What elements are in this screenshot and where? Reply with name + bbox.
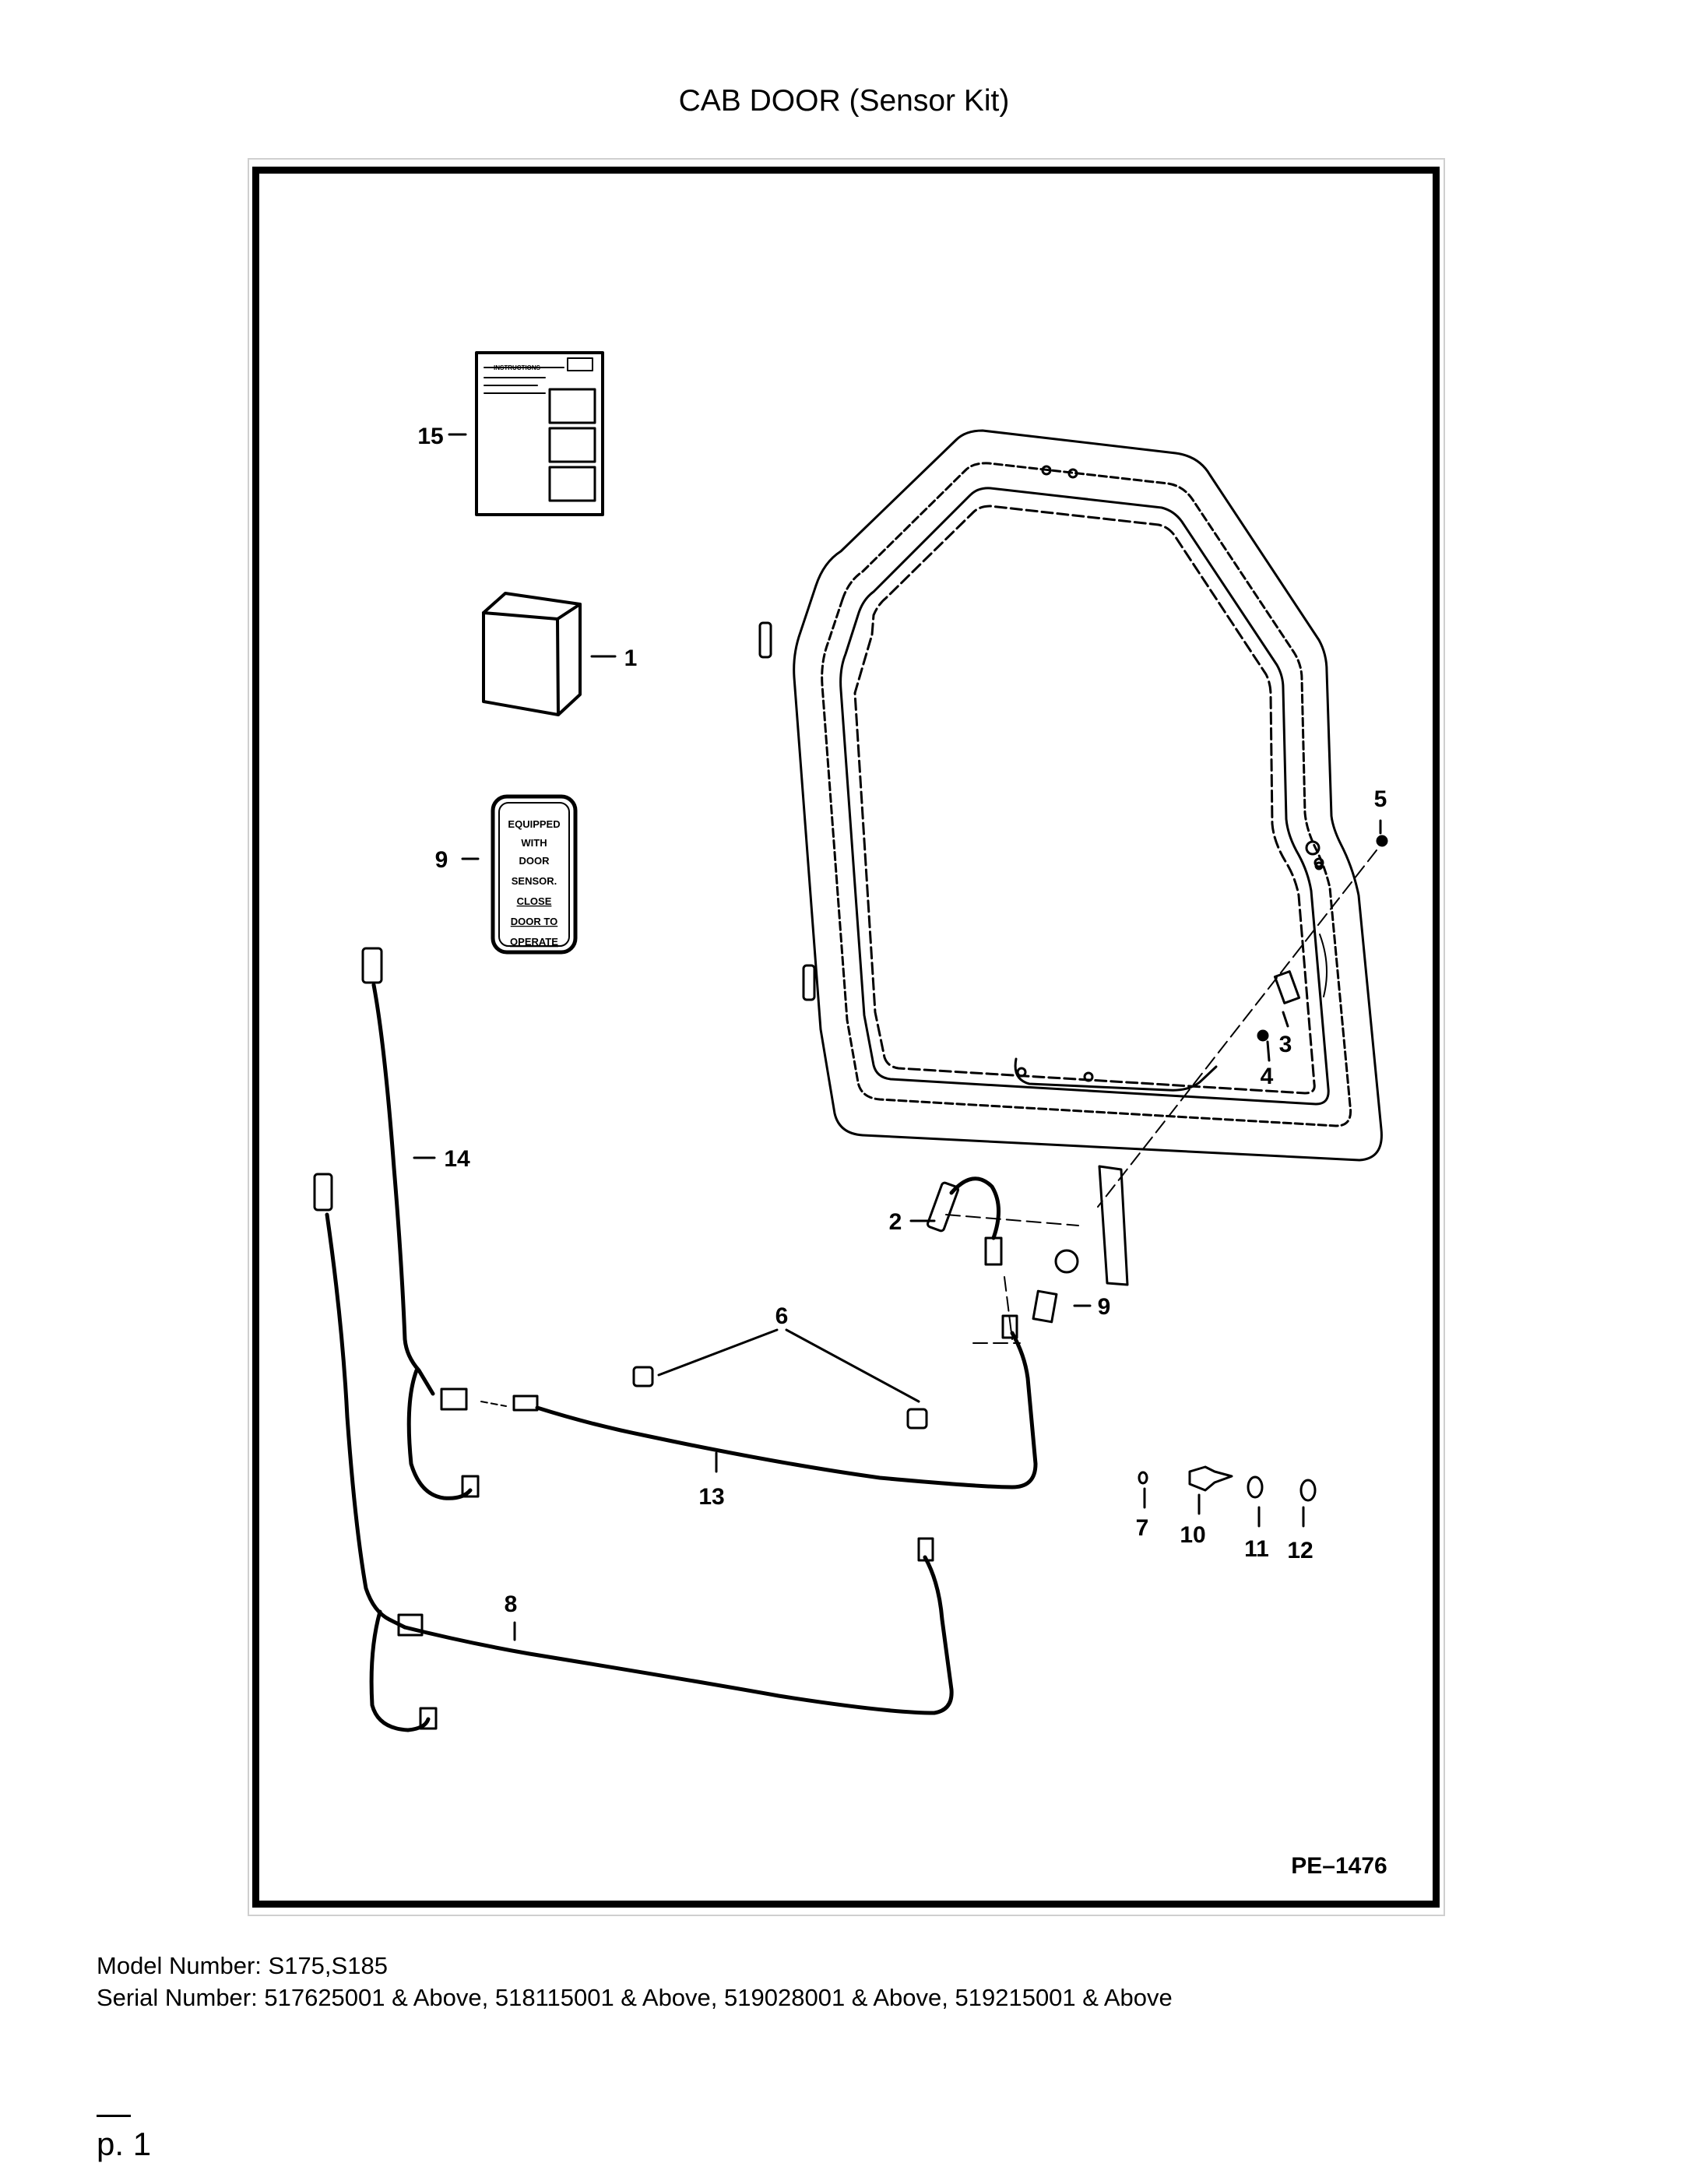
latch-plate xyxy=(1032,1165,1129,1324)
figure-code: PE–1476 xyxy=(1291,1853,1387,1879)
decal-lettering: EQUIPPED WITH DOOR SENSOR. CLOSE DOOR TO… xyxy=(508,818,560,948)
callout-4: 4 xyxy=(1261,1064,1274,1089)
door-sensor-switch xyxy=(927,1176,1003,1266)
callout-8: 8 xyxy=(505,1591,518,1617)
callout-11: 11 xyxy=(1244,1536,1269,1562)
kit-box xyxy=(482,592,582,716)
harness-13 xyxy=(512,1314,1038,1489)
callout-3: 3 xyxy=(1279,1032,1292,1057)
door-sensor-decal xyxy=(491,794,578,955)
serial-number: Serial Number: 517625001 & Above, 518115… xyxy=(97,1984,1173,2011)
callout-labels: 1 2 3 4 5 6 7 8 9 9 10 11 12 13 14 15 xyxy=(417,424,1387,1617)
callout-2: 2 xyxy=(889,1209,902,1235)
decal-line: EQUIPPED xyxy=(508,818,560,830)
figure-outer-border xyxy=(248,158,1445,1916)
instruction-sheet-header: INSTRUCTIONS xyxy=(494,364,541,371)
callout-15: 15 xyxy=(417,424,443,449)
decal-line: DOOR xyxy=(519,855,550,867)
page-title: CAB DOOR (Sensor Kit) xyxy=(678,84,1010,118)
callout-14: 14 xyxy=(444,1146,470,1172)
figure-frame xyxy=(252,167,1440,1908)
harness-clips xyxy=(632,1366,928,1430)
page-number-rule xyxy=(97,2115,131,2117)
decal-line: CLOSE xyxy=(517,895,552,907)
callout-7: 7 xyxy=(1136,1515,1149,1541)
sensor-bracket xyxy=(1257,835,1388,1042)
cab-door-frame xyxy=(758,429,1383,1162)
callout-10: 10 xyxy=(1180,1522,1205,1548)
page-number: p. 1 xyxy=(97,2126,152,2162)
model-number: Model Number: S175,S185 xyxy=(97,1952,388,1979)
callout-1: 1 xyxy=(624,645,638,671)
decal-line: DOOR TO xyxy=(511,916,557,927)
harness-14 xyxy=(361,947,480,1500)
callout-12: 12 xyxy=(1287,1538,1313,1563)
callout-6: 6 xyxy=(775,1303,789,1329)
decal-line: WITH xyxy=(521,837,547,849)
door-hardware xyxy=(1138,1465,1317,1502)
callout-9-latch: 9 xyxy=(1098,1294,1111,1320)
decal-line: SENSOR. xyxy=(512,875,557,887)
callout-13: 13 xyxy=(698,1484,724,1510)
harness-8 xyxy=(313,1173,954,1732)
decal-line: OPERATE xyxy=(510,936,558,948)
callout-5: 5 xyxy=(1374,786,1387,812)
instruction-sheet xyxy=(475,351,604,516)
callout-9-decal: 9 xyxy=(435,847,448,873)
